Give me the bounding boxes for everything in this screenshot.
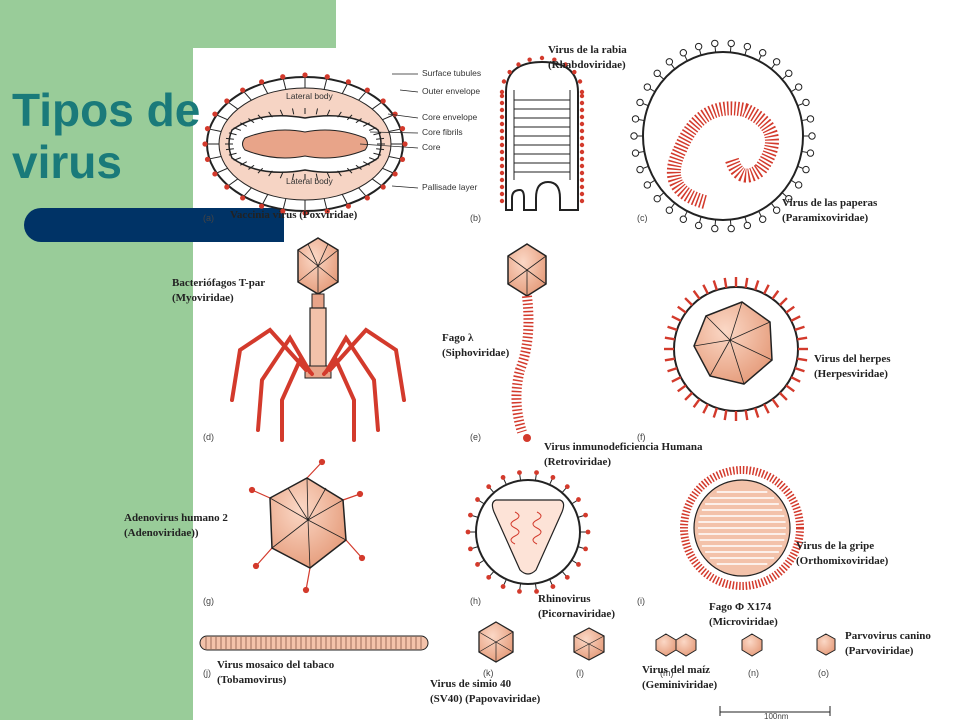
label-adenovirus: Adenovirus humano 2(Adenoviridae)) <box>124 512 228 539</box>
left-green-band <box>0 0 193 720</box>
label-rabia: Virus de la rabia(Rhabdoviridae) <box>548 44 627 71</box>
lambda-phage-drawing <box>507 243 547 442</box>
herpes-virus-drawing <box>664 277 808 421</box>
phix174-drawing <box>741 633 763 657</box>
part-core: Core <box>422 142 441 152</box>
mumps-spikes <box>630 39 816 233</box>
part-surface-tubules: Surface tubules <box>422 68 482 78</box>
label-maiz: Virus del maíz(Geminiviridae) <box>642 664 718 691</box>
part-outer-envelope: Outer envelope <box>422 86 481 96</box>
herpes-spikes <box>664 277 808 421</box>
label-simio: Virus de simio 40(SV40) (Papovaviridae) <box>430 678 541 705</box>
panel-letter-g: (g) <box>203 596 214 606</box>
part-core-fibrils: Core fibrils <box>422 127 463 137</box>
part-lateral-body-top: Lateral body <box>286 91 333 101</box>
t4-phage-drawing <box>230 237 406 442</box>
panel-letter-e: (e) <box>470 432 481 442</box>
influenza-drawing <box>680 466 804 590</box>
label-bacteriofagos: Bacteriófagos T-par(Myoviridae) <box>172 277 266 304</box>
geminivirus-drawing <box>655 633 697 657</box>
navy-accent-bar-body <box>44 208 284 242</box>
panel-letter-o: (o) <box>818 668 829 678</box>
panel-letter-d: (d) <box>203 432 214 442</box>
label-herpes: Virus del herpes(Herpesviridae) <box>814 353 891 380</box>
scale-bar <box>719 706 831 716</box>
label-paperas: Virus de las paperas(Paramixoviridae) <box>782 197 878 224</box>
sv40-drawing <box>478 621 514 663</box>
title-line-1: Tipos de <box>12 84 201 136</box>
hiv-spikes <box>465 470 591 594</box>
part-core-envelope: Core envelope <box>422 112 478 122</box>
label-fago-phi: Fago Φ X174(Microviridae) <box>709 601 778 628</box>
panel-letter-m: (m) <box>660 668 674 678</box>
panel-letter-f: (f) <box>637 432 646 442</box>
hiv-drawing <box>465 470 591 594</box>
panel-letter-c: (c) <box>637 213 648 223</box>
panel-letter-j: (j) <box>203 668 211 678</box>
rabies-virus-drawing <box>499 55 585 211</box>
label-tabaco: Virus mosaico del tabaco(Tobamovirus) <box>217 659 335 686</box>
slide-title: Tipos de virus <box>12 84 200 188</box>
label-vih: Virus inmunodeficiencia Humana(Retroviri… <box>544 441 703 468</box>
label-gripe: Virus de la gripe(Orthomixoviridae) <box>796 540 889 567</box>
tmv-drawing <box>199 635 429 651</box>
vaccinia-virus-drawing <box>202 72 419 216</box>
panel-letter-n: (n) <box>748 668 759 678</box>
scale-bar-label: 100nm <box>764 712 789 721</box>
mumps-virus-drawing <box>630 39 816 233</box>
adenovirus-drawing <box>248 458 366 594</box>
label-parvovirus: Parvovirus canino(Parvoviridae) <box>845 630 931 657</box>
panel-letter-h: (h) <box>470 596 481 606</box>
label-rhinovirus: Rhinovirus(Picornaviridae) <box>538 593 615 620</box>
rhinovirus-drawing <box>573 627 605 661</box>
label-vaccinia: Vaccinia virus (Poxviridae) <box>230 209 358 221</box>
title-line-2: virus <box>12 136 122 188</box>
palisade-layer-ticks <box>225 108 385 180</box>
panel-letter-a: (a) <box>203 213 214 223</box>
panel-letter-l: (l) <box>576 668 584 678</box>
panel-letter-k: (k) <box>483 668 494 678</box>
part-lateral-body-bottom: Lateral body <box>286 176 333 186</box>
label-fago-lambda: Fago λ(Siphoviridae) <box>442 332 510 359</box>
rabies-spikes <box>499 55 585 204</box>
panel-letter-i: (i) <box>637 596 645 606</box>
part-palisade-layer: Pallisade layer <box>422 182 478 192</box>
parvovirus-drawing <box>816 633 836 656</box>
panel-letter-b: (b) <box>470 213 481 223</box>
top-green-band <box>193 0 336 48</box>
